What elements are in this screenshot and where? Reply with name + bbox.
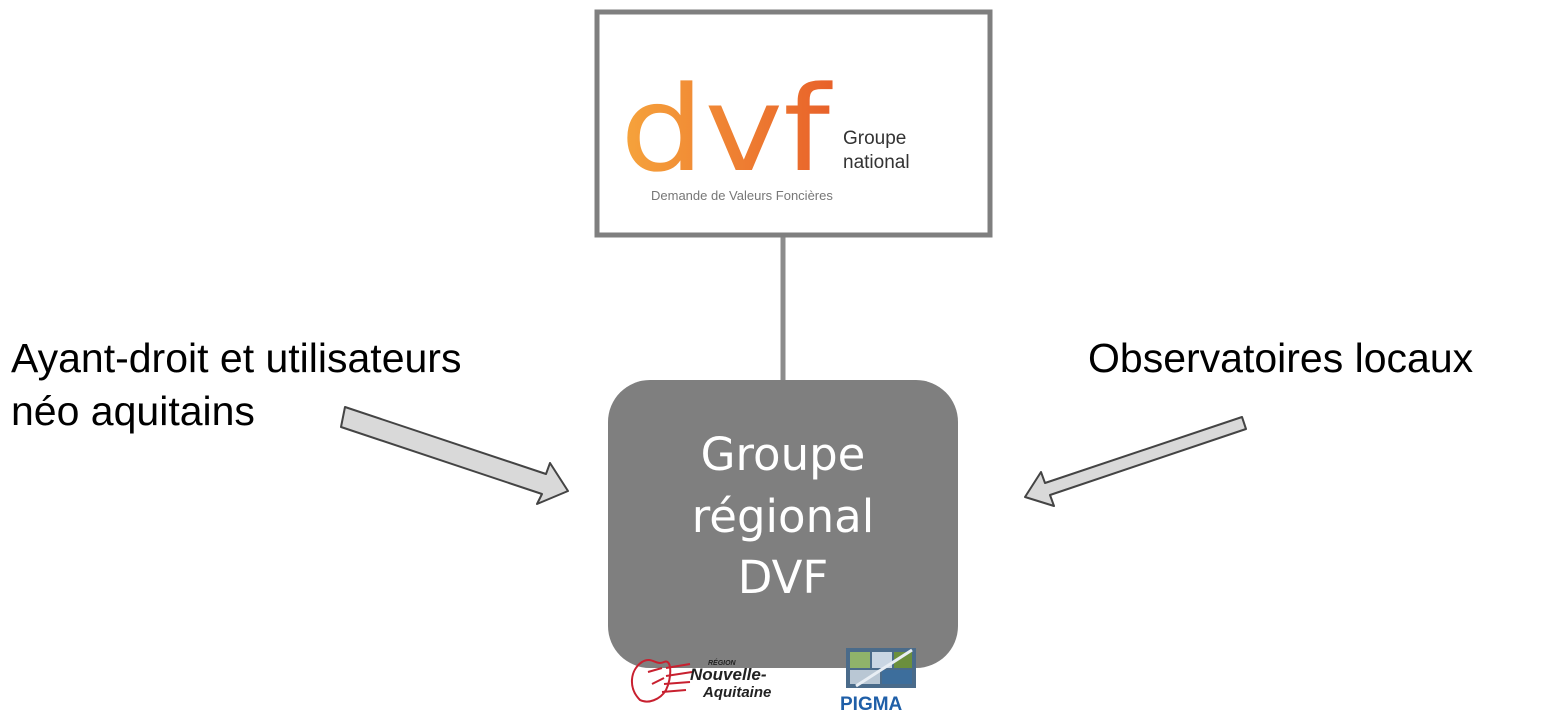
regional-box-line-1: Groupe (701, 428, 866, 481)
left-label: Ayant-droit et utilisateurs néo aquitain… (11, 335, 461, 434)
dvf-logo-subtitle-1: Groupe (843, 128, 906, 149)
region-logo-line-1: Nouvelle- (690, 665, 767, 684)
right-arrow (1024, 416, 1247, 507)
pigma-collage-icon (846, 648, 916, 688)
national-group-box: dvf Groupe national Demande de Valeurs F… (594, 9, 993, 238)
regional-box-line-2: régional (692, 490, 874, 543)
right-label: Observatoires locaux (1088, 335, 1474, 381)
regional-box-line-3: DVF (738, 551, 829, 604)
dvf-logo-tagline: Demande de Valeurs Foncières (651, 188, 833, 203)
right-label-line-1: Observatoires locaux (1088, 335, 1474, 381)
region-logo-line-2: Aquitaine (702, 684, 771, 701)
left-arrow (340, 406, 569, 505)
pigma-logo: PIGMA (840, 648, 916, 712)
lion-emblem-icon (631, 659, 693, 703)
regional-group-box: Groupe régional DVF (608, 380, 958, 668)
dvf-logo: dvf Groupe national Demande de Valeurs F… (620, 60, 910, 203)
dvf-logo-subtitle-2: national (843, 152, 910, 173)
pigma-logo-name: PIGMA (840, 694, 903, 712)
left-label-line-2: néo aquitains (11, 388, 255, 434)
dvf-logo-letters: dvf (620, 60, 833, 198)
region-nouvelle-aquitaine-logo: RÉGION Nouvelle- Aquitaine (631, 658, 771, 703)
left-label-line-1: Ayant-droit et utilisateurs (11, 335, 461, 381)
region-logo-small: RÉGION (708, 658, 737, 667)
